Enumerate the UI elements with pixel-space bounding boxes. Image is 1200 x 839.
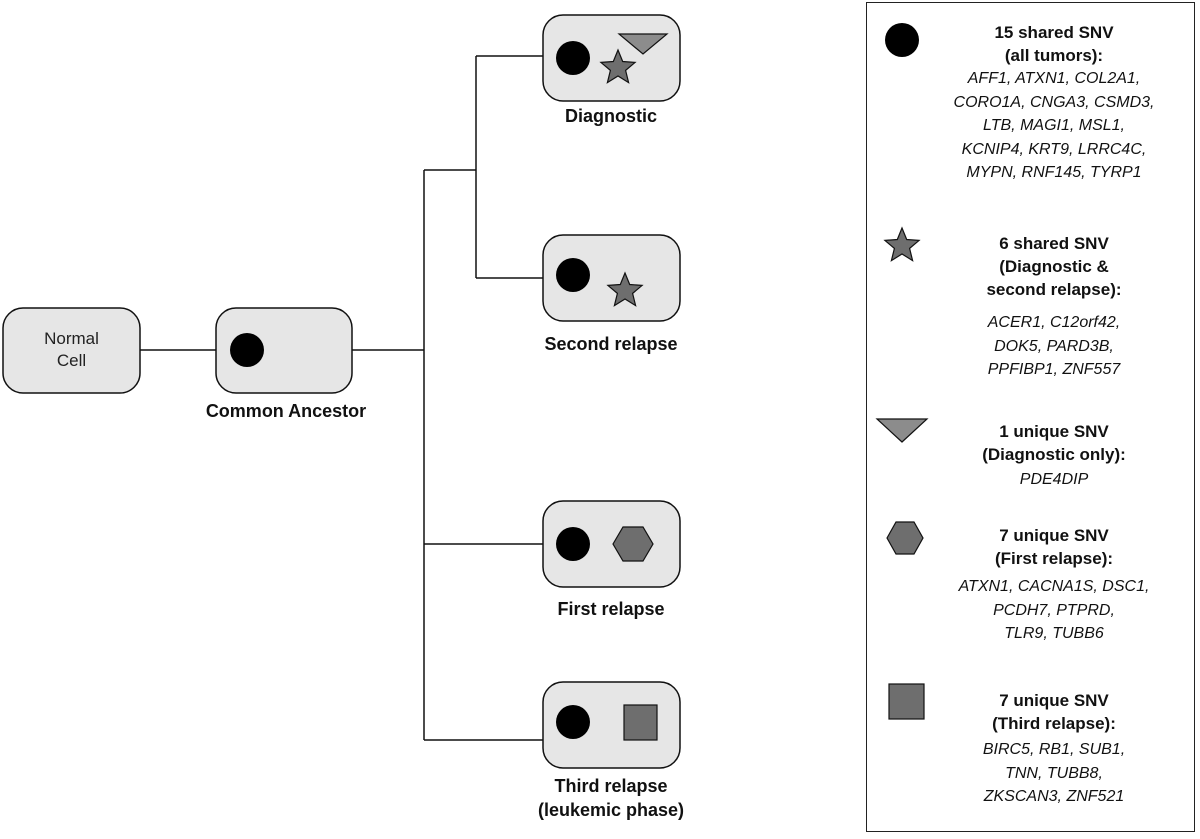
legend-gene-line: TNN, TUBB8,	[1005, 764, 1103, 782]
normal-cell-line1: Normal	[44, 329, 99, 348]
third-relapse-line2: (leukemic phase)	[537, 800, 685, 820]
legend-gene-line: MYPN, RNF145, TYRP1	[966, 164, 1142, 181]
legend-box	[866, 2, 1195, 832]
third-relapse-line1: Third relapse	[554, 776, 668, 796]
common-ancestor-label: Common Ancestor	[205, 401, 367, 421]
legend-title-line: (Diagnostic &	[999, 257, 1109, 276]
circle-icon	[556, 258, 590, 292]
legend-title-line: 7 unique SNV	[999, 526, 1109, 545]
legend-gene-line: PPFIBP1, ZNF557	[987, 361, 1121, 378]
legend-title-line: 7 unique SNV	[999, 691, 1109, 710]
legend-gene-line: LTB, MAGI1, MSL1,	[983, 117, 1125, 134]
legend-title: 1 unique SNV (Diagnostic only):	[929, 420, 1179, 466]
legend-title-line: 15 shared SNV	[994, 23, 1114, 42]
legend-gene-line: DOK5, PARD3B,	[994, 337, 1114, 355]
triangle-icon	[875, 418, 929, 443]
legend-genes: AFF1, ATXN1, COL2A1, CORO1A, CNGA3, CSMD…	[929, 67, 1179, 185]
triangle-icon	[617, 33, 669, 55]
legend-title-line: 6 shared SNV	[999, 234, 1109, 253]
legend-title-line: (Diagnostic only):	[982, 445, 1126, 464]
circle-icon	[556, 41, 590, 75]
legend-title: 6 shared SNV (Diagnostic & second relaps…	[929, 232, 1179, 301]
common-ancestor-box	[215, 307, 353, 394]
legend-gene-line: ZKSCAN3, ZNF521	[983, 788, 1125, 805]
legend-title-line: (all tumors):	[1004, 46, 1104, 65]
legend-genes: ACER1, C12orf42, DOK5, PARD3B, PPFIBP1, …	[929, 311, 1179, 382]
second-relapse-box	[542, 234, 681, 322]
square-icon	[623, 704, 658, 741]
star-icon	[606, 271, 644, 307]
hexagon-icon	[886, 521, 924, 555]
star-icon	[883, 226, 921, 262]
legend-gene-line: ACER1, C12orf42,	[987, 314, 1121, 331]
legend-title: 7 unique SNV (First relapse):	[929, 524, 1179, 570]
legend-genes: BIRC5, RB1, SUB1, TNN, TUBB8, ZKSCAN3, Z…	[929, 738, 1179, 809]
circle-icon	[556, 705, 590, 739]
legend-gene-line: CORO1A, CNGA3, CSMD3,	[953, 93, 1155, 111]
legend-gene-line: AFF1, ATXN1, COL2A1,	[967, 70, 1141, 87]
circle-icon	[556, 527, 590, 561]
legend-title: 15 shared SNV (all tumors):	[929, 21, 1179, 67]
circle-icon	[885, 23, 919, 57]
legend-gene-line: ATXN1, CACNA1S, DSC1,	[958, 578, 1150, 595]
tree-lines	[140, 55, 543, 741]
legend-title-line: second relapse):	[986, 280, 1122, 299]
legend-title: 7 unique SNV (Third relapse):	[929, 689, 1179, 735]
legend-gene-line: KCNIP4, KRT9, LRRC4C,	[961, 140, 1147, 158]
third-relapse-label: Third relapse (leukemic phase)	[511, 774, 711, 822]
square-icon	[888, 683, 925, 720]
third-relapse-box	[542, 681, 681, 769]
legend-gene-line: PDE4DIP	[1019, 471, 1089, 488]
diagnostic-label: Diagnostic	[564, 106, 657, 126]
first-relapse-label: First relapse	[557, 599, 665, 619]
legend-title-line: (Third relapse):	[992, 714, 1116, 733]
legend-gene-line: TLR9, TUBB6	[1004, 625, 1104, 642]
star-icon	[599, 48, 637, 84]
legend-gene-line: BIRC5, RB1, SUB1,	[982, 741, 1126, 758]
hexagon-icon	[612, 526, 654, 562]
normal-cell-text: Normal Cell	[3, 328, 140, 372]
circle-icon	[230, 333, 264, 367]
legend-gene-line: PCDH7, PTPRD,	[993, 601, 1115, 619]
second-relapse-label: Second relapse	[544, 334, 678, 354]
first-relapse-box	[542, 500, 681, 588]
legend-title-line: 1 unique SNV	[999, 422, 1109, 441]
normal-cell-box	[2, 307, 141, 394]
legend-genes: PDE4DIP	[929, 468, 1179, 492]
legend-genes: ATXN1, CACNA1S, DSC1, PCDH7, PTPRD, TLR9…	[929, 575, 1179, 646]
normal-cell-line2: Cell	[56, 351, 87, 370]
legend-title-line: (First relapse):	[994, 549, 1114, 568]
